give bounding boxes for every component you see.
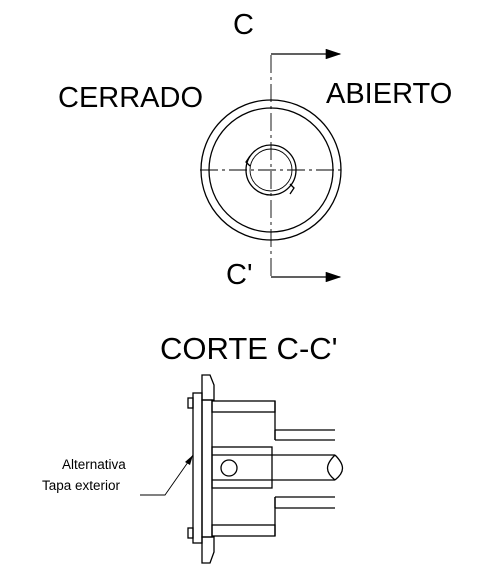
closed-label: CERRADO [58,82,203,114]
open-label: ABIERTO [326,78,452,110]
section-title: CORTE C-C' [160,331,338,366]
shaft-flat [211,446,273,489]
section-view: CORTE C-C' Alter [42,331,344,564]
note-line-2: Tapa exterior [42,478,121,493]
note-line-1: Alternativa [62,457,126,472]
flange-wall [201,399,213,538]
shaft-hole [220,459,238,477]
shaft-break [326,454,344,481]
section-label-bottom: C' [226,259,252,291]
flange-top [201,374,215,401]
leader-arrowhead [185,455,193,465]
housing-wall-top [211,400,276,413]
shaft-outer [245,144,297,196]
top-view: C C' CERRADO ABIERTO [58,9,452,291]
section-label-top: C [233,9,254,41]
outer-cover-tab-top [187,397,194,409]
housing-wall-bottom [211,524,276,537]
shaft-inner [249,148,293,192]
outer-cover-plate [192,392,203,544]
outer-ring [200,99,342,241]
inner-ring [208,107,334,233]
leader-line [140,454,194,496]
outer-cover-tab-bottom [187,527,194,539]
flange-bottom [201,536,215,564]
